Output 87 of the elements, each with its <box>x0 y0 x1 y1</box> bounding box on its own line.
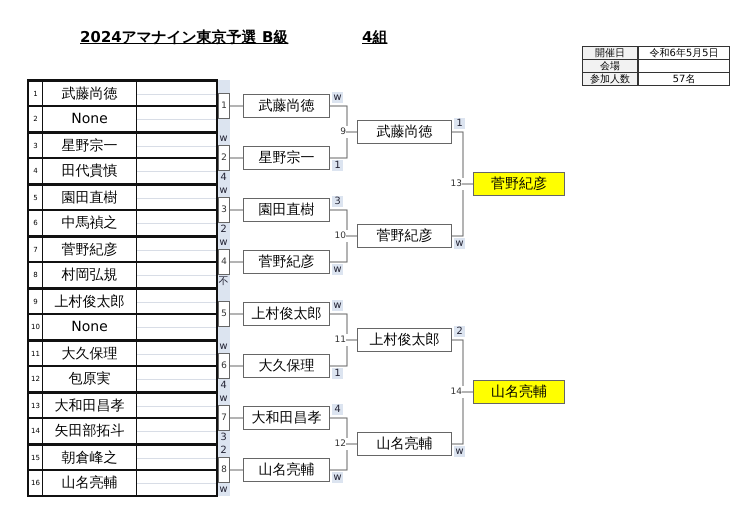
info-cell: 参加人数 <box>582 72 638 86</box>
player-name: 園田直樹 <box>60 188 118 206</box>
score: w <box>454 238 465 249</box>
match-number-box: 2 <box>218 145 230 171</box>
match-number-box: 7 <box>218 405 230 431</box>
bracket-line <box>330 210 348 230</box>
player-name: 田代貴慎 <box>60 162 118 180</box>
score: 2 <box>218 445 229 456</box>
winner-box: 星野宗一 <box>243 146 330 170</box>
score: w <box>218 393 229 404</box>
match-number: 13 <box>449 178 462 190</box>
info-cell: 開催日 <box>582 46 638 60</box>
match-number-box: 6 <box>218 353 230 379</box>
player-name: 山名亮輔 <box>60 474 118 492</box>
winner-box: 菅野紀彦 <box>357 224 452 248</box>
winner-box: 園田直樹 <box>243 198 330 222</box>
player-name: 朝倉峰之 <box>60 448 118 466</box>
winner-box: 山名亮輔 <box>357 432 452 456</box>
winner-box: 菅野紀彦 <box>243 250 330 274</box>
match-number: 14 <box>449 386 462 398</box>
player-name: 武藤尚徳 <box>60 84 118 102</box>
bracket-line <box>330 138 348 158</box>
bracket-line <box>330 346 348 366</box>
score: 3 <box>218 432 229 443</box>
score: 4 <box>218 172 229 183</box>
bracket-line <box>452 132 464 178</box>
score: w <box>454 446 465 457</box>
score: 2 <box>218 224 229 235</box>
player-name: 大和田昌孝 <box>54 396 126 414</box>
score: 4 <box>218 380 229 391</box>
player-name: 包原実 <box>68 370 112 388</box>
score: 1 <box>332 160 343 171</box>
match-number-box: 8 <box>218 457 230 483</box>
player-name: 菅野紀彦 <box>60 240 118 258</box>
match-number-box: 5 <box>218 301 230 327</box>
score: 4 <box>332 404 343 415</box>
match-number: 10 <box>333 230 346 242</box>
score: w <box>218 237 229 248</box>
player-name: 村岡弘規 <box>60 266 118 284</box>
champion-box: 菅野紀彦 <box>473 172 565 196</box>
bracket-line <box>330 418 348 438</box>
match-number-box: 4 <box>218 249 230 275</box>
group-label: 4組 <box>362 28 388 47</box>
match-number-box: 1 <box>218 93 230 119</box>
winner-box: 大久保理 <box>243 354 330 378</box>
score: w <box>218 133 229 144</box>
player-name: 星野宗一 <box>60 136 118 154</box>
winner-box: 山名亮輔 <box>243 458 330 482</box>
winner-box: 武藤尚徳 <box>357 120 452 144</box>
score: w <box>218 341 229 352</box>
player-name: 中馬禎之 <box>60 214 118 232</box>
player-name: 矢田部拓斗 <box>54 422 126 440</box>
info-cell: 令和6年5月5日 <box>638 46 730 60</box>
score: 不 <box>218 276 229 287</box>
champion-box: 山名亮輔 <box>473 380 565 404</box>
player-name: None <box>70 111 109 127</box>
score: w <box>332 92 343 103</box>
match-number: 11 <box>333 334 346 346</box>
score: w <box>332 472 343 483</box>
score: w <box>218 185 229 196</box>
score: w <box>332 264 343 275</box>
winner-box: 武藤尚徳 <box>243 94 330 118</box>
title: 2024アマナイン東京予選 B級 <box>80 28 288 47</box>
player-name: 上村俊太郎 <box>54 292 126 310</box>
winner-box: 大和田昌孝 <box>243 406 330 430</box>
score: 1 <box>332 368 343 379</box>
info-cell: 会場 <box>582 59 638 73</box>
bracket-line <box>330 106 348 126</box>
info-cell: 57名 <box>638 72 730 86</box>
score: 3 <box>332 196 343 207</box>
player-name: 大久保理 <box>60 344 118 362</box>
bracket-line <box>452 190 464 236</box>
score: 2 <box>454 326 465 337</box>
match-number: 9 <box>333 126 346 138</box>
bracket-line <box>452 398 464 444</box>
bracket-line <box>452 340 464 386</box>
bracket-line <box>330 242 348 262</box>
score: 1 <box>454 118 465 129</box>
player-name: None <box>70 319 109 335</box>
score: w <box>218 484 229 495</box>
winner-box: 上村俊太郎 <box>357 328 452 352</box>
score: w <box>332 300 343 311</box>
winner-box: 上村俊太郎 <box>243 302 330 326</box>
bracket-line <box>330 314 348 334</box>
match-number-box: 3 <box>218 197 230 223</box>
bracket-line <box>330 450 348 470</box>
match-number: 12 <box>333 438 346 450</box>
